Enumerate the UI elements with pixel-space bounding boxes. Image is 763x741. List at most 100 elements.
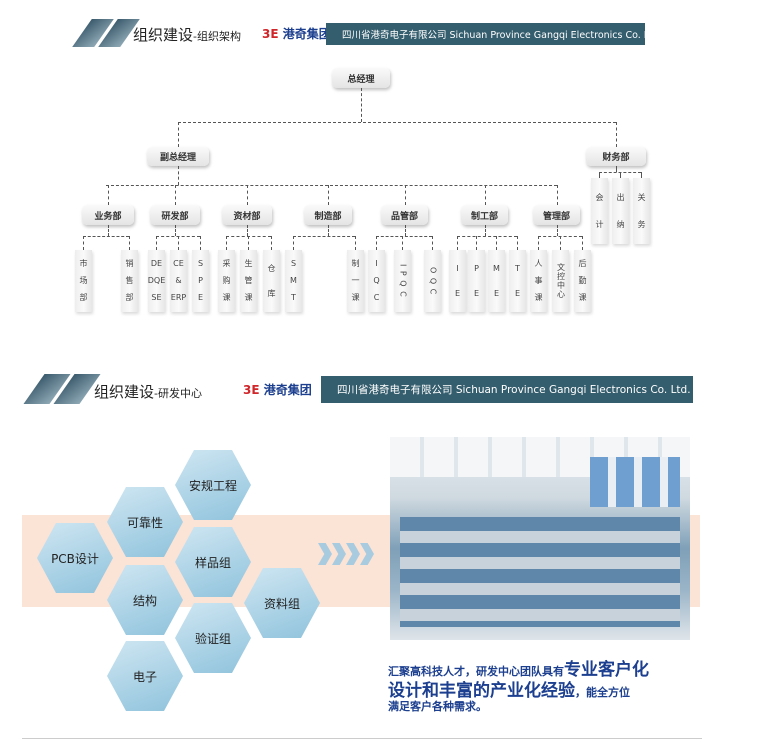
leaf-label: 售 [125, 275, 134, 285]
connector-line [616, 122, 617, 147]
leaf-label: E [514, 288, 521, 298]
arrow-icon [346, 543, 360, 565]
connector-line [641, 172, 642, 178]
department-node: 研发部 [150, 205, 200, 225]
connector-line [432, 236, 433, 250]
leaf-label: & [175, 275, 182, 285]
leaf-label: 课 [578, 292, 587, 302]
connector-line [376, 236, 377, 250]
org-leaf: 采购课 [218, 250, 235, 312]
leaf-label: 事 [534, 275, 543, 285]
connector-line [582, 236, 583, 250]
org-leaf: 制一课 [347, 250, 364, 312]
leaf-label: 计 [595, 219, 604, 229]
department-node: 业务部 [82, 205, 134, 225]
connector-line [178, 122, 179, 147]
leaf-label: P [198, 275, 203, 285]
leaf-label: M [493, 263, 500, 273]
team-hexagon: 电子 [107, 641, 183, 711]
org-leaf: I P Q C [394, 250, 411, 312]
team-hexagon: 安规工程 [175, 450, 251, 520]
leaf-label: O Q C [428, 266, 438, 296]
leaf-label: T [291, 292, 296, 302]
arrow-icon [360, 543, 374, 565]
connector-line [476, 236, 477, 250]
department-node: 管理部 [533, 205, 580, 225]
department-node: 制工部 [461, 205, 508, 225]
leaf-label: 出 [616, 192, 625, 202]
connector-line [226, 236, 227, 250]
department-node: 资材部 [222, 205, 272, 225]
connector-line [517, 236, 518, 250]
connector-line [106, 185, 557, 186]
leaf-label: ERP [170, 292, 187, 302]
leaf-label: P [474, 263, 479, 273]
company-banner: 四川省港奇电子有限公司 Sichuan Province Gangqi Elec… [326, 23, 662, 45]
leaf-label: 生 [244, 259, 253, 269]
caption-line-2: 设计和丰富的产业化经验，能全方位 [388, 681, 630, 701]
connector-line [83, 236, 129, 237]
leaf-label: 务 [637, 219, 646, 229]
department-node: 制造部 [304, 205, 352, 225]
leaf-label: CE [173, 259, 184, 269]
connector-line [83, 236, 84, 250]
connector-line [457, 236, 458, 250]
leaf-label: 采 [222, 259, 231, 269]
connector-line [156, 236, 157, 250]
connector-line [328, 185, 329, 205]
org-leaf: CE & ERP [170, 250, 187, 312]
caption-line-3: 满足客户各种需求。 [388, 700, 487, 713]
leaf-label: 纳 [616, 219, 625, 229]
leaf-label: 部 [79, 292, 88, 302]
connector-line [293, 236, 355, 237]
connector-line [538, 236, 539, 250]
connector-line [328, 225, 329, 236]
team-hexagon: 结构 [107, 565, 183, 635]
leaf-label: T [515, 263, 520, 273]
leaf-label: 购 [222, 275, 231, 285]
connector-line [293, 236, 294, 250]
department-node: 品管部 [381, 205, 428, 225]
leaf-label: 库 [267, 288, 276, 298]
connector-line [484, 185, 486, 205]
leaf-label: 会 [595, 192, 604, 202]
leaf-label: 课 [534, 292, 543, 302]
leaf-label: 制 [351, 259, 360, 269]
leaf-label: 仓 [267, 263, 276, 273]
leaf-label: 管 [244, 275, 253, 285]
connector-line [616, 166, 617, 172]
connector-line [247, 185, 248, 205]
connector-line [484, 225, 486, 236]
section-title: 组织建设-组织架构 [133, 26, 241, 44]
org-leaf: 文控中心 [552, 250, 569, 312]
company-logo: 3E 港奇集团 [262, 27, 331, 41]
connector-line [404, 185, 406, 205]
connector-line [376, 236, 432, 237]
divider [22, 738, 702, 739]
connector-line [271, 236, 272, 250]
team-hexagon: 资料组 [244, 568, 320, 638]
company-logo: 3E 港奇集团 [243, 383, 312, 397]
arrow-icon [332, 543, 346, 565]
connector-line [175, 185, 176, 205]
leaf-label: M [290, 275, 297, 285]
connector-line [175, 225, 176, 236]
connector-line [599, 172, 600, 178]
leaf-label: DE [150, 259, 163, 269]
leaf-label: 课 [244, 292, 253, 302]
leaf-label: 市 [79, 259, 88, 269]
finance-node: 财务部 [586, 147, 646, 166]
finance-leaf: 关务 [633, 178, 650, 244]
ceo-node: 总经理 [332, 68, 390, 88]
finance-leaf: 出纳 [612, 178, 629, 244]
leaf-label: 场 [79, 275, 88, 285]
connector-line [620, 172, 621, 178]
leaf-label: Q [373, 275, 380, 285]
connector-line [200, 236, 201, 250]
